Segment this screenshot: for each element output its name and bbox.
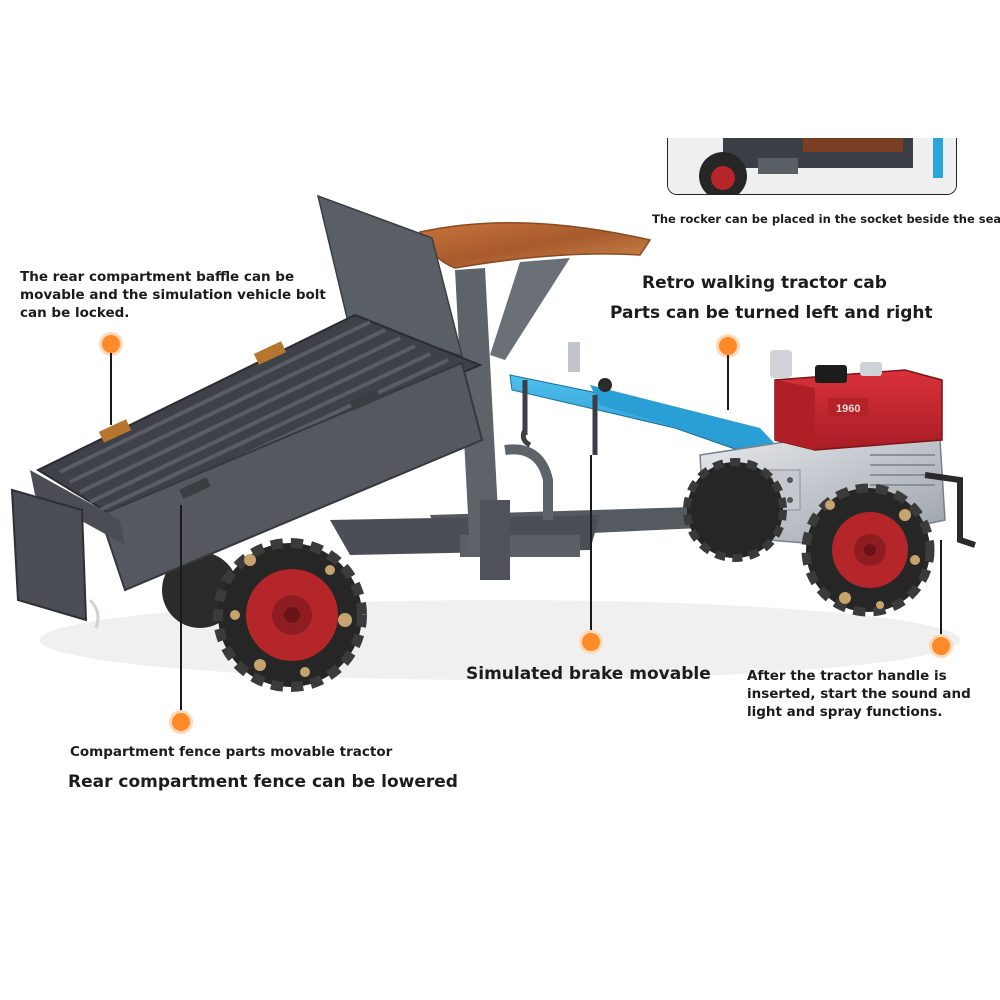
callout-dot-brake	[582, 633, 600, 651]
callout-brake: Simulated brake movable	[466, 664, 711, 684]
inset-caption: The rocker can be placed in the socket b…	[652, 212, 1000, 226]
callout-dot-rear-baffle	[102, 335, 120, 353]
callout-rear-baffle-line2: movable and the simulation vehicle bolt	[20, 287, 326, 304]
engine-plate-text: 1960	[836, 403, 860, 415]
handlebars	[509, 342, 801, 471]
callout-rear-baffle: The rear compartment baffle can be movab…	[20, 268, 326, 323]
callout-cab-title: Retro walking tractor cab	[642, 273, 887, 293]
callout-handle-line3: light and spray functions.	[747, 704, 943, 721]
callout-handle: After the tractor handle is inserted, st…	[747, 667, 971, 722]
leader-cab	[727, 355, 729, 410]
leader-fence	[180, 505, 182, 713]
callout-rear-baffle-line3: can be locked.	[20, 305, 130, 322]
leader-handle	[940, 540, 942, 637]
front-wheel-back	[683, 458, 787, 562]
inset-photo	[667, 138, 957, 195]
callout-handle-line1: After the tractor handle is	[747, 668, 947, 684]
trailer-body	[10, 313, 484, 629]
seat-support	[455, 258, 570, 580]
callout-cab-subtitle: Parts can be turned left and right	[610, 303, 933, 323]
callout-fence-line1: Compartment fence parts movable tractor	[70, 744, 393, 760]
rear-wheel	[213, 538, 367, 692]
engine-plate	[828, 398, 868, 416]
callout-fence-line2: Rear compartment fence can be lowered	[68, 772, 458, 792]
seat	[418, 221, 652, 269]
callout-handle-line2: inserted, start the sound and	[747, 686, 971, 703]
callout-rear-baffle-line1: The rear compartment baffle can be	[20, 269, 295, 285]
callout-dot-cab	[719, 337, 737, 355]
leader-rear-baffle	[110, 353, 112, 425]
leader-brake	[590, 455, 592, 633]
front-wheel	[801, 483, 935, 617]
callout-dot-handle	[932, 637, 950, 655]
callout-dot-fence	[172, 713, 190, 731]
inset-illustration	[668, 138, 956, 194]
